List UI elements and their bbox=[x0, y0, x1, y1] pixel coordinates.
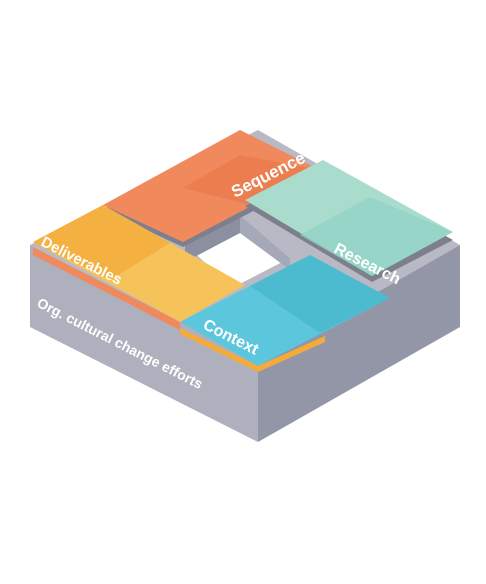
base-left-face bbox=[30, 245, 258, 442]
tile-research-shade bbox=[300, 197, 453, 276]
base-right-face bbox=[258, 245, 460, 442]
tile-deliverables-shade bbox=[33, 205, 170, 280]
tile-deliverables-edge bbox=[33, 247, 180, 330]
tile-context-shade bbox=[250, 255, 390, 333]
tile-research bbox=[245, 160, 453, 282]
center-hole bbox=[185, 215, 290, 288]
tile-deliverables bbox=[33, 205, 245, 330]
tile-context bbox=[180, 255, 390, 372]
tile-sequence bbox=[103, 130, 320, 247]
hole-wall-left bbox=[185, 215, 240, 262]
tile-context-edge bbox=[180, 328, 325, 372]
hole-wall-right bbox=[240, 215, 290, 270]
